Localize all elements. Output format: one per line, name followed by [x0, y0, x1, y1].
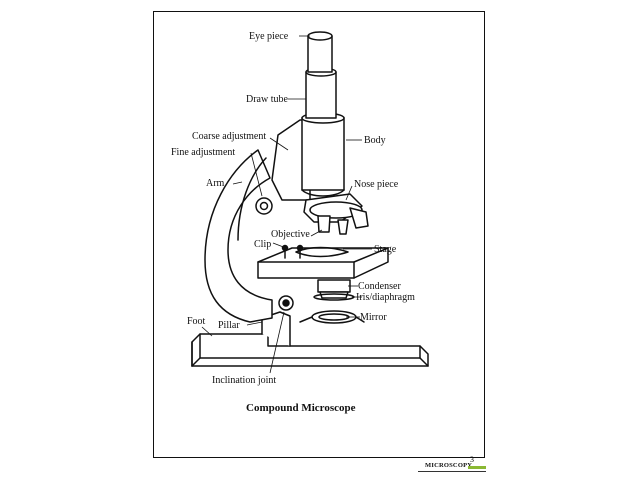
label-pillar: Pillar [218, 320, 240, 331]
label-fine-adjustment: Fine adjustment [171, 147, 236, 158]
label-condenser: Condenser [358, 281, 401, 292]
arm [204, 149, 273, 323]
label-eye-piece: Eye piece [249, 31, 289, 42]
label-draw-tube: Draw tube [246, 94, 288, 105]
condenser [317, 279, 351, 299]
objectives [317, 207, 369, 235]
diagram-frame [153, 11, 485, 458]
nose-piece [303, 193, 363, 223]
page-number: 3 [470, 455, 474, 464]
label-objective: Objective [271, 229, 310, 240]
footer-rule [418, 471, 486, 472]
body-tube [301, 112, 345, 197]
foot-base [191, 333, 429, 367]
diagram-caption: Compound Microscope [246, 402, 356, 414]
footer-title: MICROSCOPY [425, 462, 473, 469]
label-coarse-adjustment: Coarse adjustment [192, 131, 267, 142]
eye-piece [307, 31, 333, 73]
label-iris-diaphragm: Iris/diaphragm [356, 292, 415, 303]
label-arm: Arm [206, 178, 225, 189]
label-stage: Stage [374, 244, 397, 255]
pillar [261, 311, 291, 347]
fine-adjustment-knob [255, 197, 273, 215]
inclination-joint [278, 295, 294, 311]
label-mirror: Mirror [360, 312, 387, 323]
stage [257, 246, 389, 279]
footer-accent-bar [468, 466, 486, 469]
draw-tube [305, 67, 337, 119]
label-nose-piece: Nose piece [354, 179, 399, 190]
label-foot: Foot [187, 316, 206, 327]
label-clip: Clip [254, 239, 272, 250]
label-inclination-joint: Inclination joint [212, 375, 277, 386]
label-body: Body [364, 135, 386, 146]
